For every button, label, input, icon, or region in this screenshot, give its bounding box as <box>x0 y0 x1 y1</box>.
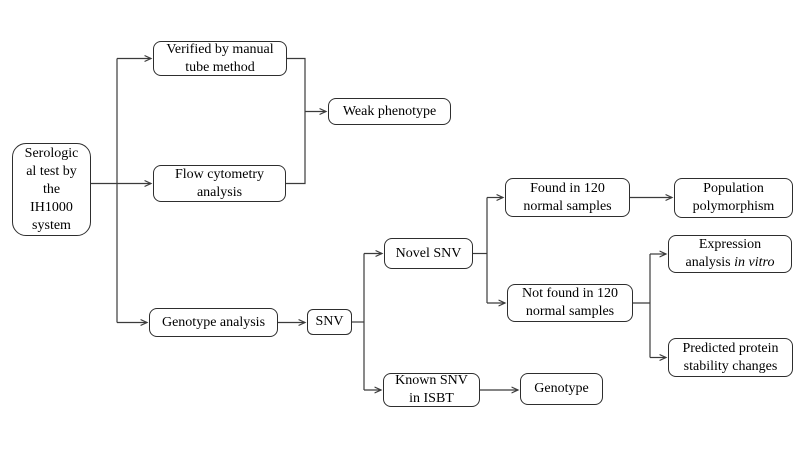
node-verified-manual-tube: Verified by manual tube method <box>153 41 287 76</box>
expression-line2-italic: in vitro <box>734 255 775 270</box>
node-genotype-analysis: Genotype analysis <box>149 308 278 337</box>
node-genotype-result: Genotype <box>520 373 603 405</box>
node-population-polymorphism: Population polymorphism <box>674 178 793 218</box>
node-serologic-test-ih1000: Serologic al test by the IH1000 system <box>12 143 91 236</box>
node-flow-cytometry-analysis: Flow cytometry analysis <box>153 165 286 202</box>
expression-line2-text: analysis <box>685 255 731 270</box>
node-label: Expression analysis in vitro <box>686 236 775 272</box>
node-novel-snv: Novel SNV <box>384 238 473 269</box>
node-known-snv-isbt: Known SNV in ISBT <box>383 373 480 407</box>
node-predicted-protein-stability: Predicted protein stability changes <box>668 338 793 377</box>
node-not-found-in-120-normal-samples: Not found in 120 normal samples <box>507 284 633 322</box>
edge-verified-flow-merge <box>286 57 306 185</box>
expression-line1: Expression <box>698 237 762 252</box>
node-expression-analysis-in-vitro: Expression analysis in vitro <box>668 235 792 273</box>
node-weak-phenotype: Weak phenotype <box>328 98 451 125</box>
node-snv: SNV <box>307 309 352 335</box>
node-found-in-120-normal-samples: Found in 120 normal samples <box>505 178 630 217</box>
